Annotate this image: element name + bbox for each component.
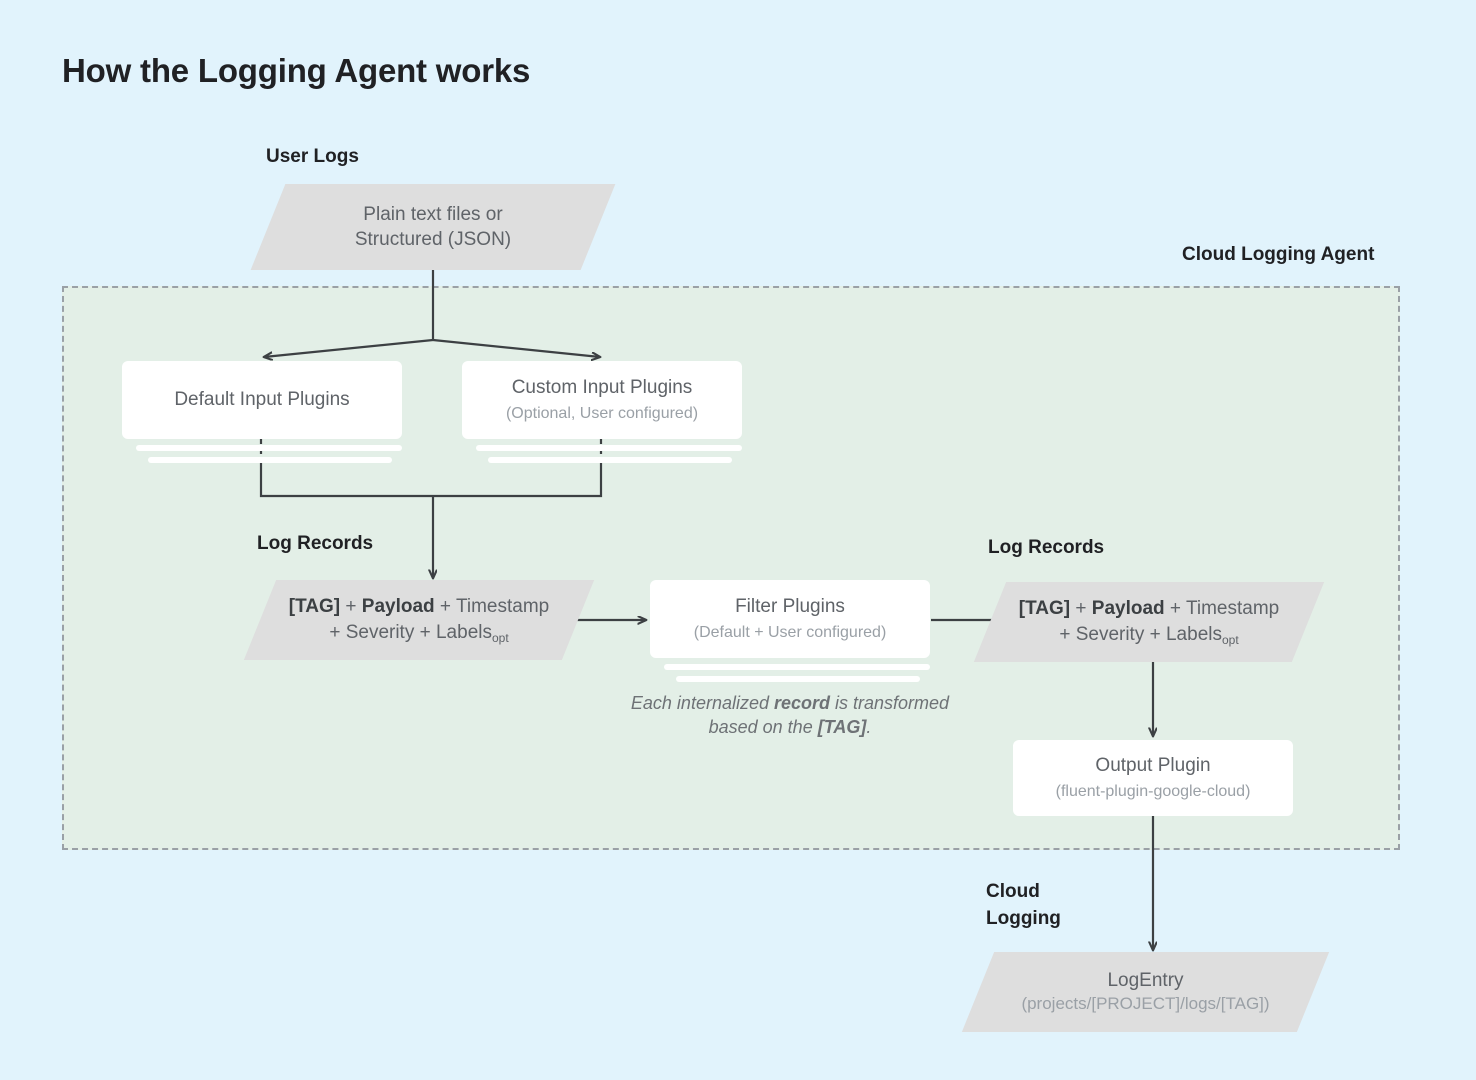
payload-token-right: Payload (1091, 598, 1165, 620)
caption-record: record (774, 693, 831, 713)
log-records-right-line2: + Severity + Labelsopt (1059, 622, 1238, 648)
label-user-logs: User Logs (266, 146, 359, 167)
severity-labels-right: + Severity + Labels (1059, 624, 1222, 645)
timestamp-token-left: Timestamp (455, 596, 550, 618)
log-records-right-shape: [TAG] + Payload + Timestamp + Severity +… (973, 582, 1325, 662)
label-log-records-right: Log Records (988, 537, 1105, 558)
filter-plugins-stack-line-1 (664, 664, 930, 670)
output-plugin-title: Output Plugin (1095, 754, 1211, 776)
output-plugin-subtitle: (fluent-plugin-google-cloud) (1055, 782, 1251, 800)
default-input-plugins-stack-line-1 (136, 445, 402, 451)
log-entry-text: LogEntry (projects/[PROJECT]/logs/[TAG]) (978, 952, 1313, 1032)
label-cloud-logging-line1: Cloud (986, 881, 1040, 902)
filter-plugins-stack-line-2 (676, 676, 920, 682)
sep-right-2: + (1164, 598, 1186, 620)
default-input-plugins-card[interactable]: Default Input Plugins (122, 361, 402, 439)
timestamp-token-right: Timestamp (1185, 598, 1280, 620)
page-title: How the Logging Agent works (62, 52, 531, 89)
opt-subscript-left: opt (491, 631, 509, 645)
filter-plugins-title: Filter Plugins (735, 595, 845, 617)
filter-plugins-subtitle: (Default + User configured) (693, 623, 887, 641)
filter-plugins-card[interactable]: Filter Plugins (Default + User configure… (650, 580, 930, 658)
log-records-left-line1: [TAG] + Payload + Timestamp (289, 594, 549, 620)
user-logs-shape: Plain text files or Structured (JSON) (250, 184, 616, 270)
caption-tag: [TAG] (817, 716, 867, 737)
log-entry-title: LogEntry (1107, 969, 1184, 991)
sep-right-1: + (1070, 598, 1092, 620)
severity-labels-left: + Severity + Labels (329, 622, 492, 643)
custom-input-plugins-stack-line-1 (476, 445, 742, 451)
caption-mid: is transformed based on the (708, 693, 950, 737)
opt-subscript-right: opt (1221, 633, 1239, 647)
user-logs-line2: Structured (JSON) (354, 229, 512, 250)
log-records-right-text: [TAG] + Payload + Timestamp + Severity +… (990, 582, 1308, 662)
label-cloud-logging: Cloud Logging (986, 879, 1061, 933)
custom-input-plugins-card[interactable]: Custom Input Plugins (Optional, User con… (462, 361, 742, 439)
user-logs-line1: Plain text files or (363, 203, 503, 225)
log-entry-shape: LogEntry (projects/[PROJECT]/logs/[TAG]) (961, 952, 1330, 1032)
log-records-left-text: [TAG] + Payload + Timestamp + Severity +… (260, 580, 578, 660)
sep-left-1: + (340, 596, 362, 618)
log-entry-subtitle: (projects/[PROJECT]/logs/[TAG]) (1021, 994, 1270, 1014)
user-logs-shape-text: Plain text files or Structured (JSON) (268, 184, 598, 270)
default-input-plugins-stack-line-2 (148, 457, 392, 463)
custom-input-plugins-title: Custom Input Plugins (511, 376, 693, 398)
caption-pre: Each internalized (630, 693, 774, 713)
sep-left-2: + (434, 596, 456, 618)
tag-token-right: [TAG] (1018, 598, 1071, 620)
log-records-right-line1: [TAG] + Payload + Timestamp (1019, 596, 1279, 622)
default-input-plugins-title: Default Input Plugins (174, 388, 350, 410)
output-plugin-card[interactable]: Output Plugin (fluent-plugin-google-clou… (1013, 740, 1293, 816)
custom-input-plugins-subtitle: (Optional, User configured) (505, 404, 699, 422)
caption-post: . (866, 716, 872, 737)
label-cloud-logging-line2: Logging (986, 907, 1061, 929)
label-cloud-logging-agent: Cloud Logging Agent (1182, 244, 1375, 265)
payload-token-left: Payload (361, 596, 435, 618)
log-records-left-shape: [TAG] + Payload + Timestamp + Severity +… (243, 580, 595, 660)
label-log-records-left: Log Records (257, 533, 374, 554)
custom-input-plugins-stack-line-2 (488, 457, 732, 463)
tag-token-left: [TAG] (288, 596, 341, 618)
log-records-left-line2: + Severity + Labelsopt (329, 620, 508, 646)
transform-caption: Each internalized record is transformed … (630, 692, 950, 739)
